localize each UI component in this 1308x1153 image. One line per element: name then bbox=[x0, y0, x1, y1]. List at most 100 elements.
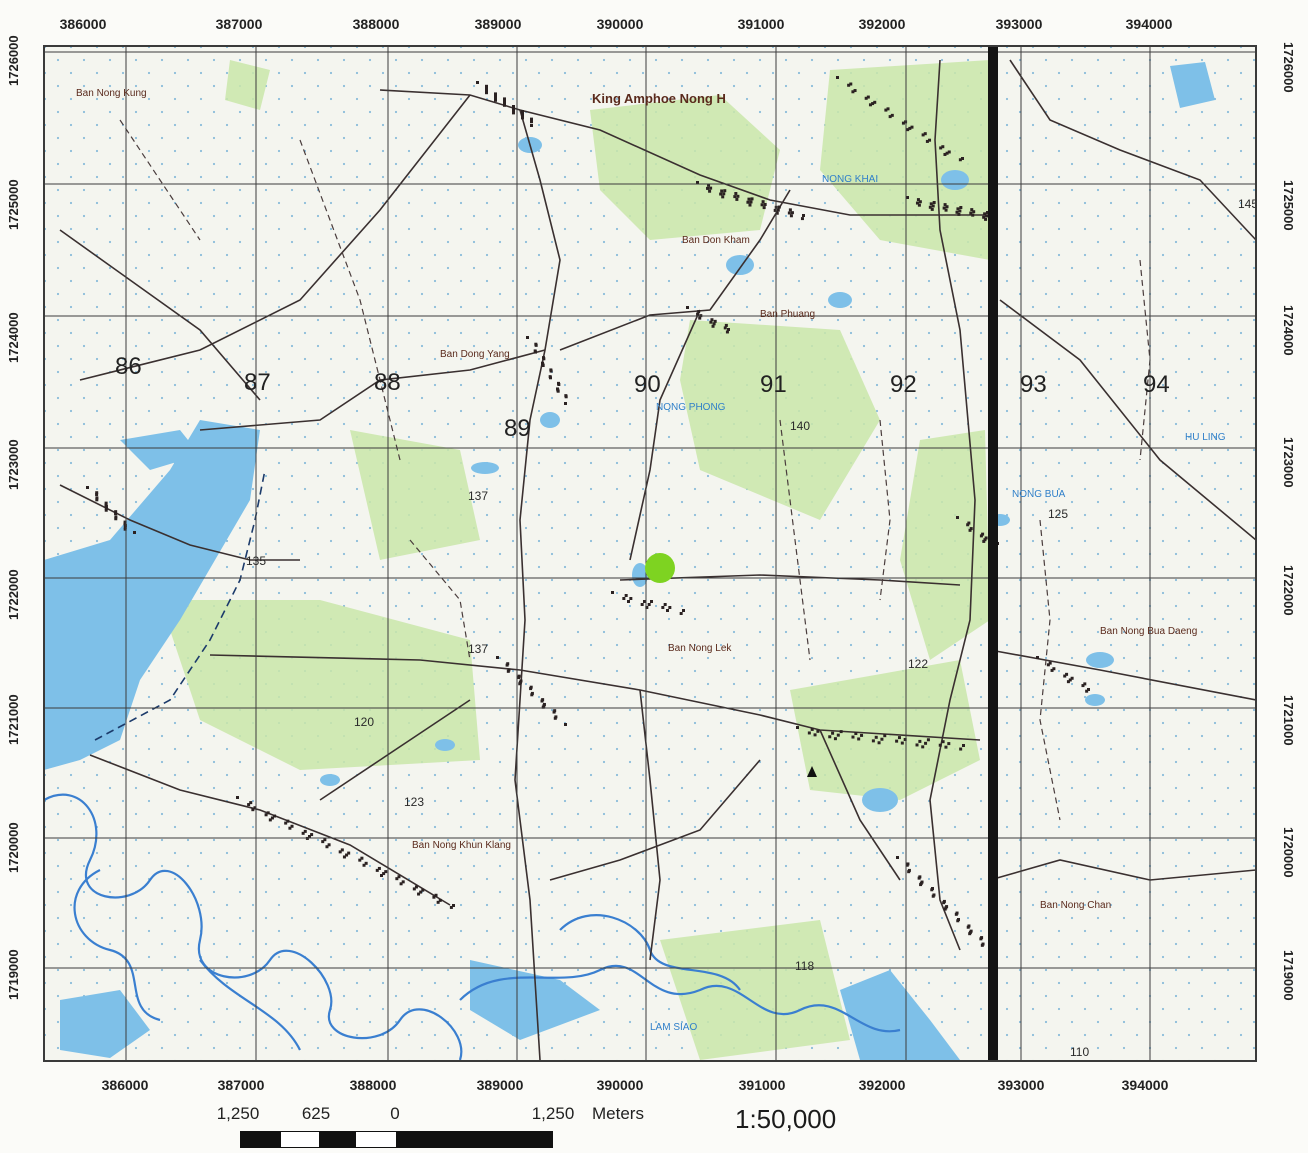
x-tick-bottom: 391000 bbox=[738, 1077, 786, 1093]
x-tick-top: 391000 bbox=[737, 16, 785, 32]
x-tick-bottom: 388000 bbox=[349, 1077, 397, 1093]
y-tick-left: 1719000 bbox=[6, 949, 21, 1000]
track bbox=[779, 419, 811, 661]
zone-boundary-line bbox=[988, 46, 998, 1061]
y-tick-left: 1725000 bbox=[6, 179, 21, 230]
elevation-label: 137 bbox=[468, 642, 488, 656]
place-label: NONG PHONG bbox=[656, 402, 726, 413]
water-bodies bbox=[44, 62, 1215, 1060]
place-label: Ban Don Kham bbox=[682, 235, 750, 246]
pond bbox=[320, 774, 340, 786]
water-body bbox=[1170, 62, 1215, 108]
x-tick-top: 388000 bbox=[352, 16, 400, 32]
roads bbox=[59, 59, 1256, 1061]
grid-number: 89 bbox=[504, 415, 531, 442]
road bbox=[989, 649, 1256, 701]
village bbox=[1036, 656, 1090, 693]
triangulation-point-icon bbox=[807, 766, 817, 777]
place-label: NONG BUA bbox=[1012, 489, 1066, 500]
track bbox=[299, 139, 401, 461]
water-body bbox=[840, 970, 960, 1060]
place-label: Ban Nong Lek bbox=[668, 643, 732, 654]
villages bbox=[86, 76, 1090, 954]
water-body bbox=[60, 990, 150, 1058]
elevation-label: 110 bbox=[1070, 1045, 1089, 1059]
place-label: Ban Nong Chan bbox=[1040, 900, 1111, 911]
vegetation-patch bbox=[160, 600, 480, 770]
scale-label-1: 1,250 bbox=[216, 1104, 260, 1123]
road bbox=[79, 94, 471, 381]
vegetation-patch bbox=[900, 430, 990, 660]
y-tick-right: 1726000 bbox=[1281, 42, 1296, 93]
elevation-label: 125 bbox=[1048, 507, 1068, 521]
vegetation-patch bbox=[790, 660, 980, 800]
vegetation-patch bbox=[350, 430, 480, 560]
scale-units: Meters bbox=[592, 1104, 644, 1123]
y-tick-left: 1720000 bbox=[6, 822, 21, 873]
water-body bbox=[44, 420, 260, 770]
canal bbox=[94, 469, 266, 741]
place-label: Ban Nong Kung bbox=[76, 88, 147, 99]
road bbox=[559, 189, 791, 351]
village bbox=[906, 196, 989, 221]
pond bbox=[471, 462, 499, 474]
y-tick-right: 1721000 bbox=[1281, 695, 1296, 746]
x-tick-top: 390000 bbox=[596, 16, 644, 32]
road bbox=[549, 759, 761, 881]
x-tick-top: 392000 bbox=[858, 16, 906, 32]
y-tick-left: 1724000 bbox=[6, 312, 21, 363]
y-tick-right: 1719000 bbox=[1281, 950, 1296, 1001]
elevation-label: 122 bbox=[908, 657, 928, 671]
place-label: NONG KHAI bbox=[822, 174, 878, 185]
y-tick-left: 1723000 bbox=[6, 439, 21, 490]
place-label: Ban Phuang bbox=[760, 309, 815, 320]
elevation-label: 118 bbox=[795, 959, 814, 973]
village bbox=[611, 591, 685, 615]
location-marker bbox=[645, 553, 675, 583]
x-tick-bottom: 386000 bbox=[101, 1077, 149, 1093]
pond bbox=[828, 292, 852, 308]
elevation-label: 135 bbox=[246, 554, 266, 568]
elevation-label: 137 bbox=[468, 489, 488, 503]
track bbox=[1039, 519, 1061, 821]
road bbox=[1009, 59, 1256, 241]
elevation-label: 120 bbox=[354, 715, 374, 729]
vegetation-areas bbox=[160, 60, 990, 1060]
map-frame bbox=[43, 45, 1257, 1062]
pond bbox=[540, 412, 560, 428]
road bbox=[319, 699, 471, 801]
pond bbox=[726, 255, 754, 275]
road bbox=[514, 109, 561, 1061]
road bbox=[999, 299, 1256, 541]
pond bbox=[1086, 652, 1114, 668]
y-tick-left: 1722000 bbox=[6, 569, 21, 620]
grid-number: 87 bbox=[244, 369, 271, 396]
water-body bbox=[120, 430, 200, 470]
elevation-label: 140 bbox=[790, 419, 810, 433]
grid-number: 94 bbox=[1143, 371, 1170, 398]
place-label: Ban Nong Khun Klang bbox=[412, 840, 511, 851]
pond bbox=[435, 739, 455, 751]
scale-label-4: 1,250 bbox=[531, 1104, 575, 1123]
village bbox=[896, 856, 995, 954]
x-tick-bottom: 394000 bbox=[1121, 1077, 1169, 1093]
road bbox=[639, 689, 661, 961]
vegetation-patch bbox=[225, 60, 270, 110]
y-tick-left: 1721000 bbox=[6, 694, 21, 745]
x-tick-bottom: 389000 bbox=[476, 1077, 524, 1093]
y-tick-right: 1722000 bbox=[1281, 565, 1296, 616]
village bbox=[476, 81, 533, 127]
village bbox=[86, 486, 136, 534]
grid-number: 92 bbox=[890, 371, 917, 398]
village bbox=[236, 796, 455, 909]
river bbox=[44, 793, 463, 1061]
x-tick-top: 386000 bbox=[59, 16, 107, 32]
x-tick-bottom: 392000 bbox=[858, 1077, 906, 1093]
place-label: LAM SIAO bbox=[650, 1022, 697, 1033]
pond bbox=[862, 788, 898, 812]
pond bbox=[1085, 694, 1105, 706]
track bbox=[119, 119, 201, 241]
village bbox=[696, 181, 805, 221]
